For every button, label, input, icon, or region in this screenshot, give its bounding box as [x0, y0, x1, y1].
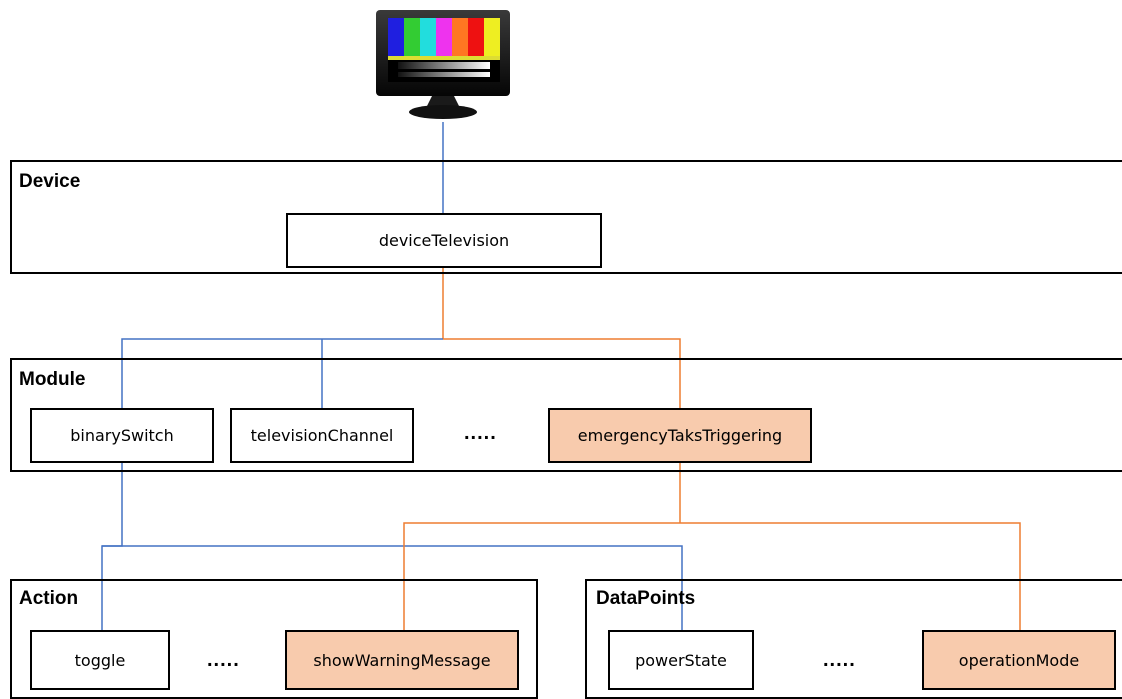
connector-binaryswitch-powerstate [102, 545, 683, 631]
module-section-title: Module [19, 369, 86, 390]
action-ellipsis: ..... [207, 649, 240, 671]
show-warning-message-node[interactable]: showWarningMessage [285, 630, 519, 690]
device-television-node[interactable]: deviceTelevision [286, 213, 602, 268]
connector-emergency-showwarning [403, 522, 680, 631]
power-state-node[interactable]: powerState [608, 630, 754, 690]
connector-lines [101, 122, 1021, 631]
module-ellipsis: ..... [464, 422, 497, 444]
datapoints-section-title: DataPoints [596, 588, 696, 609]
module-section [10, 358, 1122, 472]
toggle-node[interactable]: toggle [30, 630, 170, 690]
connector-emergency-operationmode [680, 522, 1021, 631]
television-icon [376, 10, 510, 119]
datapoints-ellipsis: ..... [823, 649, 856, 671]
television-channel-node[interactable]: televisionChannel [230, 408, 414, 463]
action-section-title: Action [19, 588, 79, 609]
device-section-title: Device [19, 171, 81, 192]
emergency-triggering-node[interactable]: emergencyTaksTriggering [548, 408, 812, 463]
connector-device-emergency [443, 338, 681, 409]
binary-switch-node[interactable]: binarySwitch [30, 408, 214, 463]
device-section [10, 160, 1122, 274]
operation-mode-node[interactable]: operationMode [922, 630, 1116, 690]
connector-device-binaryswitch [121, 338, 443, 409]
